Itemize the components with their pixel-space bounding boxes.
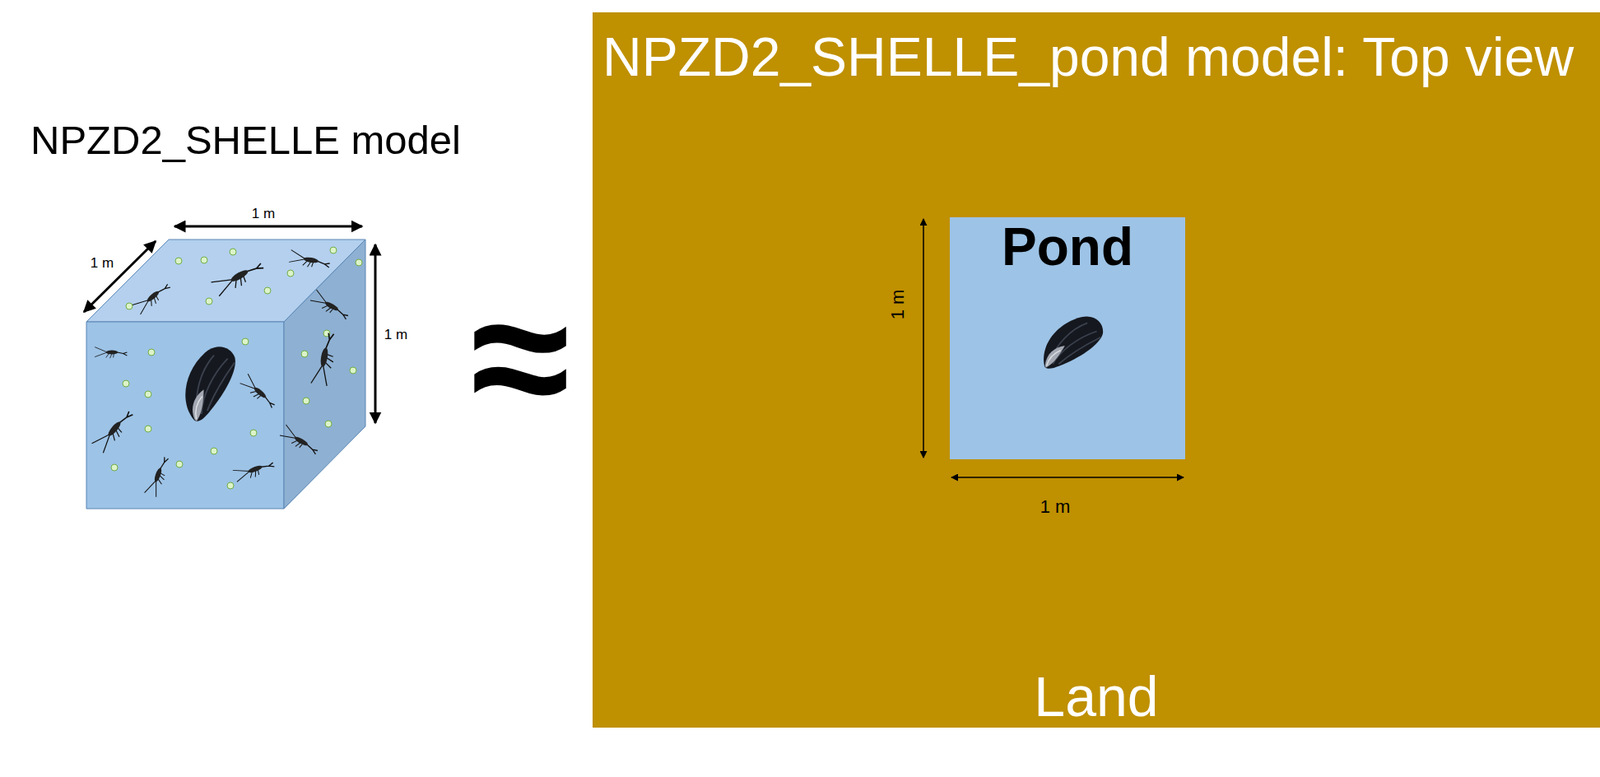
text-slot: NPZD2_SHELLE_pond model: Top view <box>602 29 1574 84</box>
label-slot: ≈ <box>470 266 571 448</box>
figure-title: NPZD2_SHELLE model <box>30 120 461 161</box>
text-slot: Land <box>592 668 1600 725</box>
land-panel: Pond NPZD2_SHELLE_pond model: Top viewLan… <box>592 12 1600 728</box>
dimension-label: 1 m <box>384 327 408 342</box>
dimension-arrows <box>923 218 1184 478</box>
water-cube <box>86 239 366 509</box>
dimension-label: 1 m <box>1040 497 1071 517</box>
dimension-label: 1 m <box>251 206 275 221</box>
label-slot: 1 m <box>1040 497 1071 517</box>
mussel <box>1032 311 1110 372</box>
label-slot: 1 m <box>251 206 275 222</box>
dimension-label: 1 m <box>888 289 907 321</box>
label-slot: 1 m <box>90 255 114 271</box>
phytoplankton <box>111 246 363 489</box>
mussel <box>167 339 249 425</box>
dimension-label: 1 m <box>90 255 114 270</box>
label-slot: NPZD2_SHELLE model <box>30 120 461 161</box>
dimension-arrows <box>83 226 376 424</box>
label-slot: 1 m <box>384 327 408 343</box>
panel-title: NPZD2_SHELLE_pond model: Top view <box>602 29 1574 84</box>
text-slot: Pond <box>949 220 1186 274</box>
approx-symbol: ≈ <box>470 266 571 448</box>
zooplankton <box>92 250 352 498</box>
label-slot: 1 m <box>888 289 907 321</box>
pond-label: Pond <box>1001 220 1134 274</box>
region-label: Land <box>1033 668 1159 725</box>
